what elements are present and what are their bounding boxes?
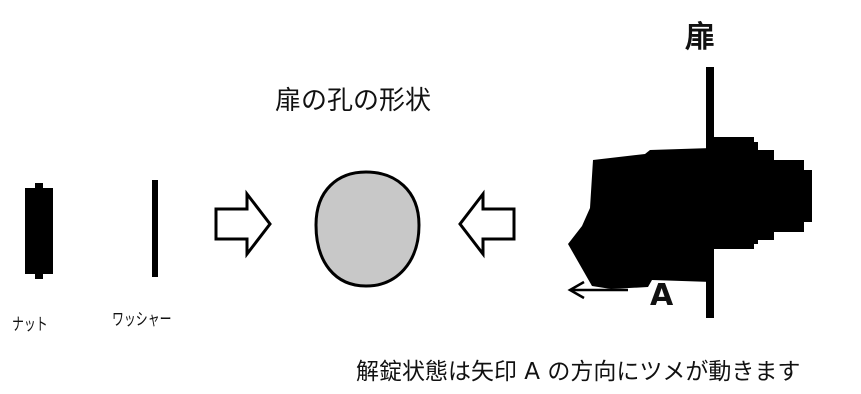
hollow-right-arrow-icon: [214, 189, 272, 259]
lock-cylinder-shape: [712, 137, 812, 249]
door-panel-line: [706, 67, 714, 318]
nut-shape: [25, 183, 53, 279]
washer-label: ワッシャー: [112, 310, 172, 330]
door-hole-shape: [314, 170, 421, 288]
hollow-left-arrow-icon: [458, 189, 516, 259]
hole-shape-title: 扉の孔の形状: [275, 86, 432, 116]
door-label: 扉: [685, 20, 715, 55]
lock-body-shape: [568, 148, 712, 289]
caption-text: 解錠状態は矢印 A の方向にツメが動きます: [356, 359, 801, 385]
thin-left-arrow-icon: [567, 280, 628, 300]
direction-a-label: A: [650, 278, 674, 313]
washer-shape: [152, 180, 158, 277]
nut-label: ナット: [12, 315, 48, 335]
